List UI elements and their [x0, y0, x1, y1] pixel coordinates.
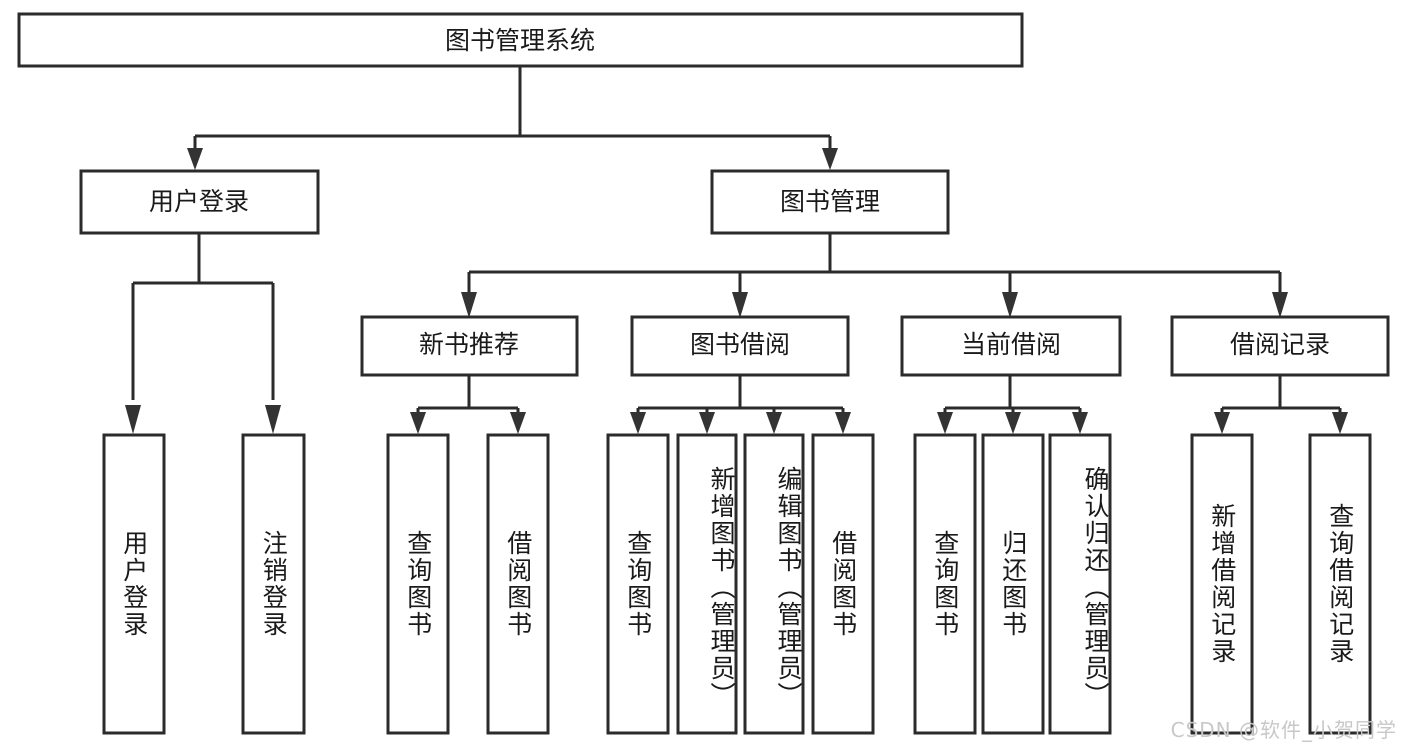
node-user-login[interactable]: 用户登录	[79, 169, 320, 235]
node-new-book-rec[interactable]: 新书推荐	[360, 315, 579, 377]
node-borrow-record-box[interactable]	[1170, 315, 1390, 377]
leaf-query-book-rec-box[interactable]	[386, 433, 450, 735]
leaf-query-book-cur-box[interactable]	[913, 433, 977, 735]
node-current-borrow-label: 当前借阅	[961, 330, 1061, 359]
leaf-edit-book-admin-box[interactable]	[743, 433, 805, 735]
node-book-borrow-label: 图书借阅	[690, 330, 790, 359]
arrow-leaf-query-book-rec	[410, 412, 426, 434]
arrow-leaf-confirm-return	[1072, 412, 1088, 434]
arrow-leaf-return-book	[1005, 412, 1021, 434]
node-user-login-box[interactable]	[79, 169, 320, 235]
node-book-manage[interactable]: 图书管理	[710, 169, 950, 235]
node-book-manage-label: 图书管理	[780, 187, 880, 216]
arrow-leaf-borrow-book-bor	[835, 412, 851, 434]
node-root-box[interactable]	[17, 12, 1024, 68]
leaf-add-book-admin-box[interactable]	[676, 433, 738, 735]
arrow-leaf-query-borrow-record	[1332, 412, 1348, 434]
arrow-to-book-borrow	[732, 292, 748, 318]
arrow-leaf-borrow-book-rec	[510, 412, 526, 434]
leaf-query-borrow-record-box[interactable]	[1308, 433, 1372, 735]
node-book-borrow-box[interactable]	[630, 315, 850, 377]
arrow-leaf-add-book-admin	[699, 412, 715, 434]
arrow-to-current-borrow	[1002, 292, 1018, 318]
node-borrow-record[interactable]: 借阅记录	[1170, 315, 1390, 377]
arrow-leaf-add-borrow-record	[1214, 412, 1230, 434]
leaf-borrow-book-rec-box[interactable]	[486, 433, 550, 735]
leaf-borrow-book-bor-box[interactable]	[811, 433, 875, 735]
leaf-box-group	[102, 433, 1372, 735]
node-borrow-record-label: 借阅记录	[1230, 330, 1330, 359]
node-root-label: 图书管理系统	[445, 26, 595, 55]
arrow-leaf-query-book-cur	[937, 412, 953, 434]
node-new-book-rec-box[interactable]	[360, 315, 579, 377]
arrow-to-new-book-rec	[461, 292, 477, 318]
node-new-book-rec-label: 新书推荐	[419, 330, 519, 359]
leaf-add-borrow-record-box[interactable]	[1190, 433, 1254, 735]
arrow-leaf-query-book-bor	[630, 412, 646, 434]
node-book-borrow[interactable]: 图书借阅	[630, 315, 850, 377]
leaf-user-login-box[interactable]	[102, 433, 166, 735]
node-user-login-label: 用户登录	[149, 187, 249, 216]
connector-group	[125, 66, 1348, 434]
node-book-manage-box[interactable]	[710, 169, 950, 235]
node-current-borrow[interactable]: 当前借阅	[900, 315, 1122, 377]
leaf-query-book-bor-box[interactable]	[606, 433, 670, 735]
node-root[interactable]: 图书管理系统	[17, 12, 1024, 68]
node-current-borrow-box[interactable]	[900, 315, 1122, 377]
arrow-to-borrow-record	[1272, 292, 1288, 318]
arrow-to-book-manage	[822, 148, 838, 170]
arrow-to-user-login	[187, 148, 203, 170]
watermark-text: CSDN @软件_小贺同学	[1170, 718, 1397, 742]
arrow-leaf-edit-book-admin	[766, 412, 782, 434]
arrow-leaf-logout	[265, 405, 281, 434]
arrow-leaf-user-login	[125, 405, 141, 434]
leaf-confirm-return-box[interactable]	[1048, 433, 1112, 735]
leaf-logout-box[interactable]	[241, 433, 306, 735]
leaf-return-book-box[interactable]	[981, 433, 1045, 735]
